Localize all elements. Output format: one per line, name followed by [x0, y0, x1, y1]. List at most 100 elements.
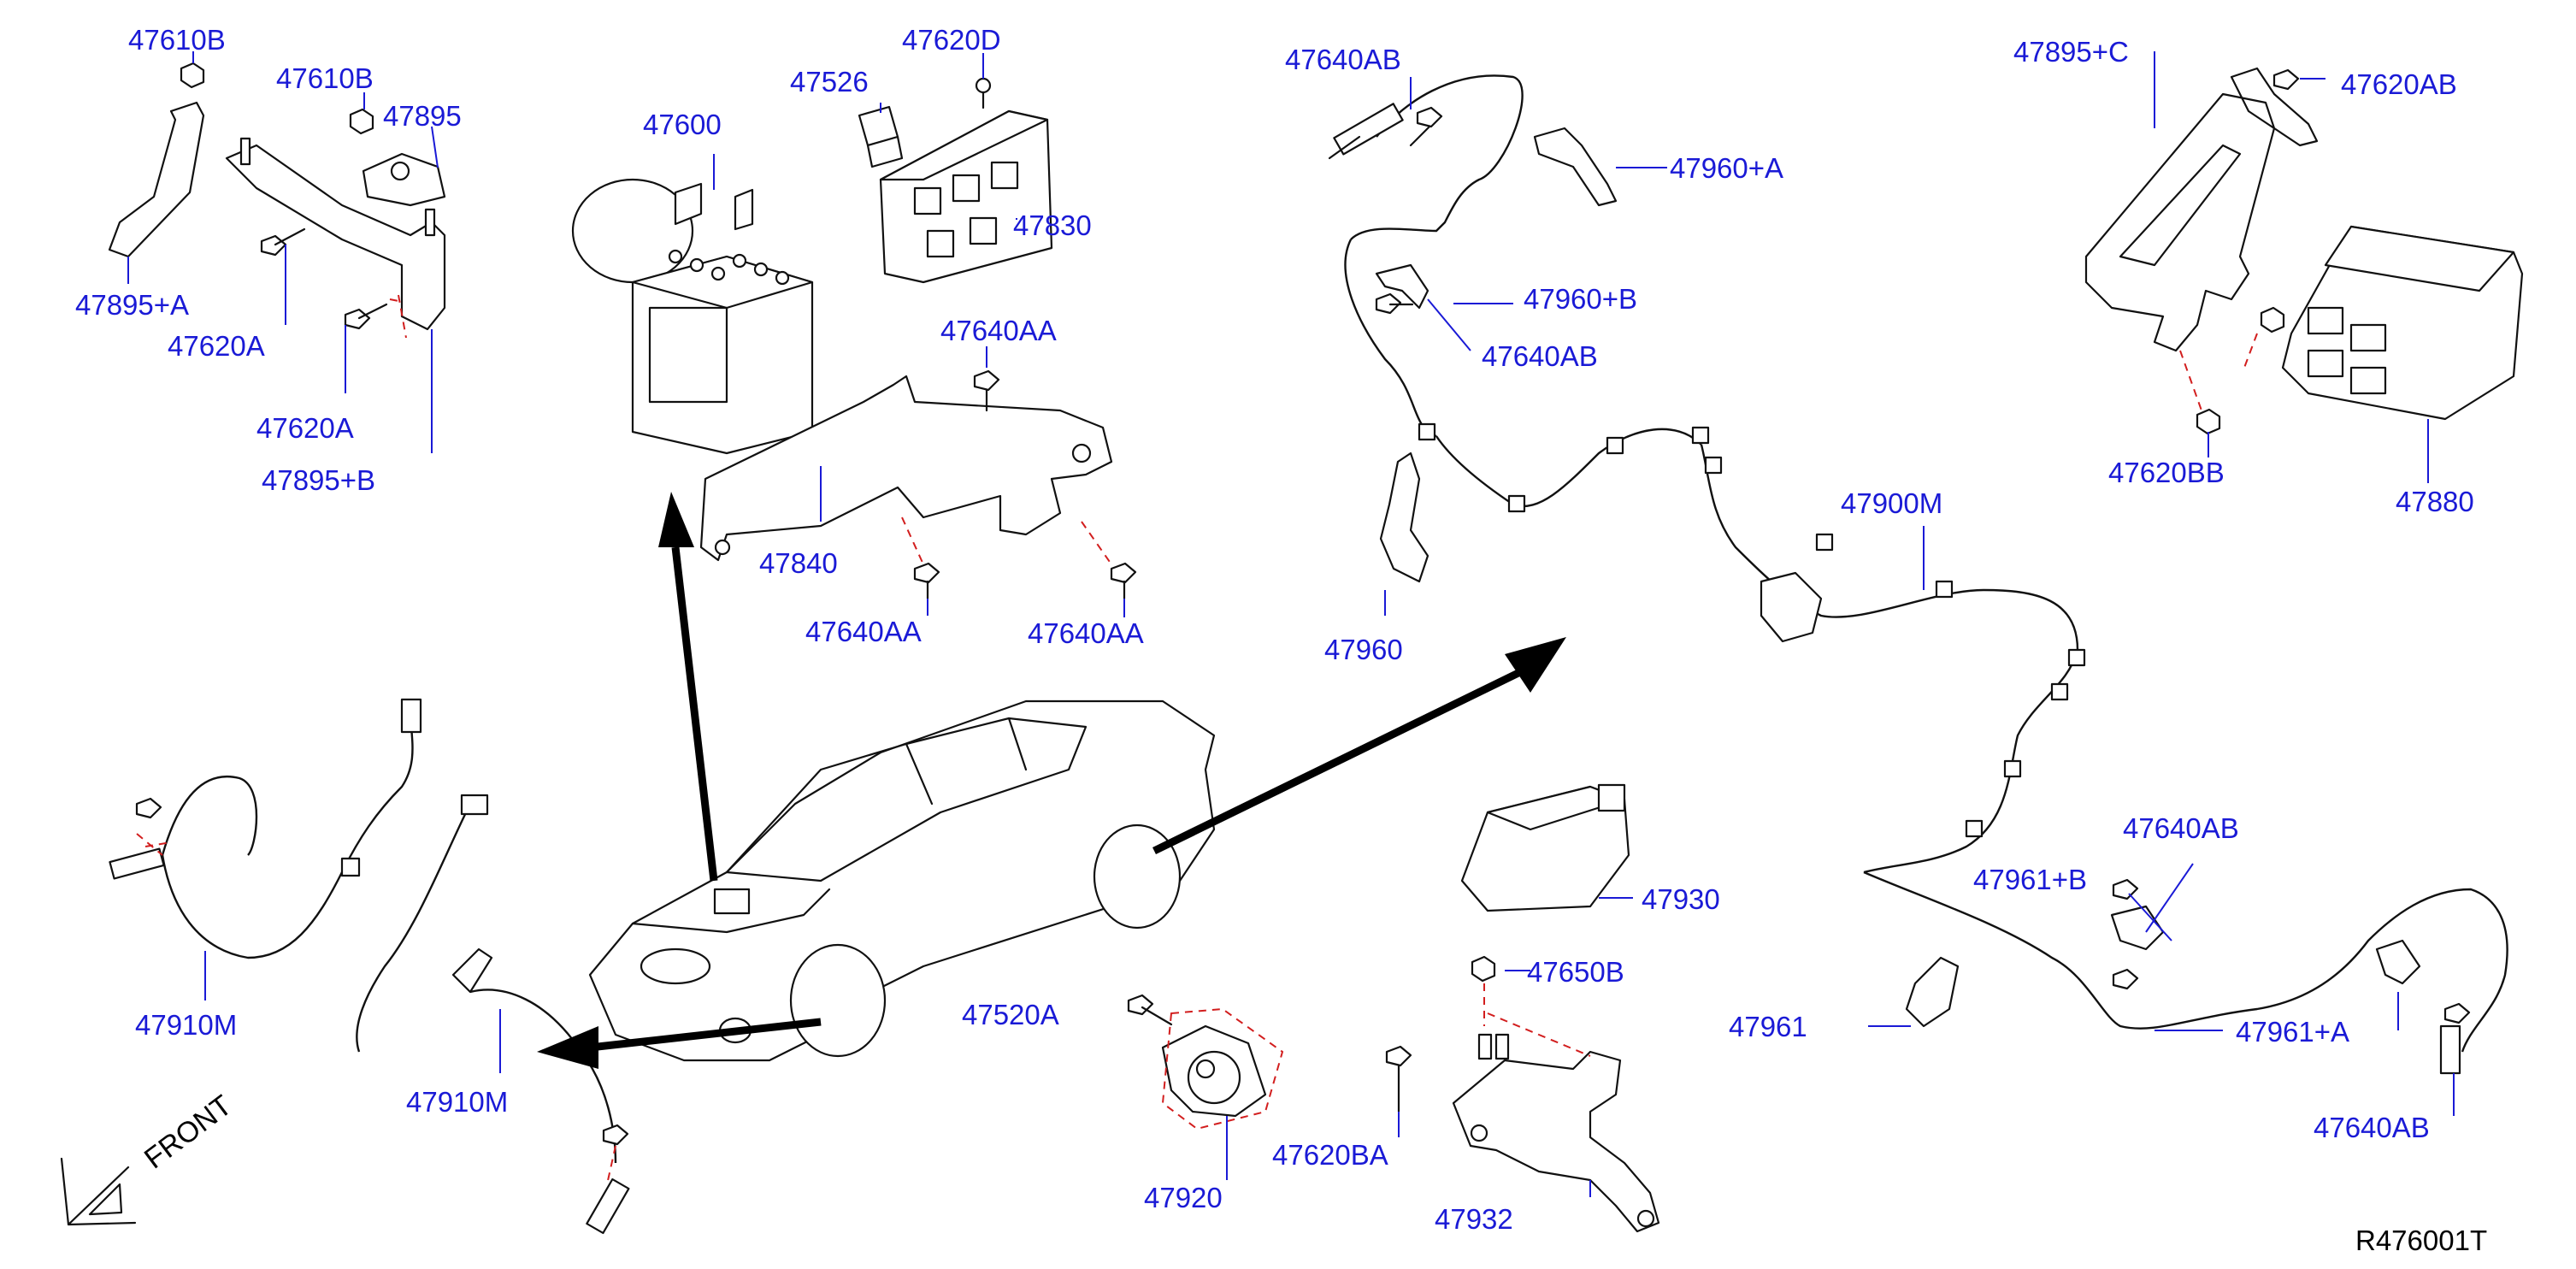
- label-47961b: 47961+B: [1973, 864, 2087, 895]
- label-47640aa: 47640AA: [805, 616, 922, 647]
- clip-47960a: [1533, 127, 1618, 207]
- label-47640aa: 47640AA: [940, 315, 1057, 346]
- label-47600: 47600: [643, 109, 722, 140]
- relay-47526: [858, 103, 904, 168]
- reference-code: R476001T: [2355, 1225, 2487, 1256]
- bracket-47960: [1379, 452, 1429, 583]
- clip-47960b: [1375, 263, 1429, 310]
- label-47961: 47961: [1729, 1011, 1807, 1042]
- label-47620a: 47620A: [256, 412, 354, 444]
- rear-lower-brackets: [1868, 863, 2471, 1116]
- label-47840: 47840: [759, 547, 838, 579]
- car-illustration: [588, 699, 1216, 1062]
- label-47610b: 47610B: [276, 62, 374, 94]
- label-47961a: 47961+A: [2236, 1016, 2349, 1048]
- label-47895a: 47895+A: [75, 289, 189, 321]
- label-47910m: 47910M: [135, 1009, 237, 1041]
- bolt-47620a: [344, 303, 388, 330]
- wheel-speed-sensor-front-right-lower: [586, 1124, 630, 1235]
- screw-47620d: [975, 77, 992, 109]
- bolt-47640aa: [913, 562, 940, 600]
- control-unit-47830: [879, 53, 1053, 284]
- bracket-47932: [1385, 955, 1660, 1233]
- big-arrows: [537, 492, 1566, 1069]
- arrow-head: [537, 1026, 598, 1069]
- label-47930: 47930: [1642, 883, 1720, 915]
- harness-clip: [340, 857, 361, 877]
- label-47650b: 47650B: [1527, 956, 1624, 988]
- label-47640ab: 47640AB: [1482, 340, 1598, 372]
- label-47640ab: 47640AB: [1285, 44, 1401, 75]
- label-47880: 47880: [2396, 486, 2474, 517]
- label-47960b: 47960+B: [1524, 283, 1637, 315]
- nut-47610b: [180, 62, 205, 89]
- front-label: FRONT: [139, 1089, 238, 1176]
- label-47900m: 47900M: [1841, 487, 1942, 519]
- arrow-to-actuator: [671, 546, 718, 882]
- front-wheel: [789, 943, 887, 1058]
- bracket-47895a: [108, 101, 205, 258]
- label-47920: 47920: [1144, 1182, 1223, 1213]
- label-47620ba: 47620BA: [1272, 1139, 1388, 1171]
- bolt-47640ab: [1375, 292, 1414, 315]
- connector: [460, 794, 489, 816]
- part-labels: 47610B 47610B 47895 47895+A 47620A 47620…: [75, 24, 2474, 1235]
- clip-47961a: [2375, 939, 2421, 985]
- label-47910m: 47910M: [406, 1086, 508, 1118]
- nut-47610b: [349, 108, 374, 135]
- front-right-harness: [1328, 74, 2508, 1053]
- motor-body: [648, 306, 728, 404]
- arrow-head: [658, 492, 694, 547]
- arrow-head: [1505, 637, 1566, 693]
- bracket-47895c: [2084, 51, 2325, 457]
- bolt-47620ab: [2272, 68, 2300, 91]
- assembly-guide: [389, 294, 407, 339]
- headlight: [640, 947, 711, 985]
- label-47895: 47895: [383, 100, 462, 132]
- bolt-47620a: [260, 227, 306, 257]
- label-47620bb: 47620BB: [2108, 457, 2225, 488]
- label-47895b: 47895+B: [262, 464, 375, 496]
- bolt-47520a: [1127, 994, 1173, 1026]
- wheel-speed-sensor-front-left: [109, 797, 165, 880]
- control-module-47880: [2281, 225, 2524, 483]
- harness-clips: [1418, 422, 2086, 838]
- bracket-47840: [699, 346, 1137, 617]
- abs-actuator-47600: [571, 154, 814, 455]
- label-47620a: 47620A: [168, 330, 265, 362]
- label-47620d: 47620D: [902, 24, 1001, 56]
- bracket-47895b: [225, 144, 446, 331]
- clip-bracket: [451, 947, 493, 994]
- bolt-47640ab: [2112, 878, 2139, 900]
- arrow-to-front-sensor: [589, 1018, 822, 1052]
- sensor-module-47930: [1460, 783, 1633, 912]
- nut-47620bb: [2196, 408, 2221, 435]
- label-47526: 47526: [790, 66, 869, 97]
- label-47620ab: 47620AB: [2341, 68, 2457, 100]
- port-holes: [668, 249, 790, 286]
- front-wheel-sensor-harness: [109, 698, 422, 1000]
- stud: [424, 208, 436, 237]
- bolt-47640ab: [2112, 968, 2139, 990]
- front-wheel-sensor-harness-2: [356, 794, 630, 1235]
- label-47640ab: 47640AB: [2123, 812, 2239, 844]
- harness-connector: [1760, 571, 1823, 643]
- label-47895c: 47895+C: [2013, 36, 2129, 68]
- clip-47961b: [2110, 905, 2165, 951]
- wheel-speed-sensor-rear: [2439, 1002, 2471, 1075]
- bolt-47640aa: [1110, 562, 1137, 600]
- label-47640aa: 47640AA: [1028, 617, 1144, 649]
- label-47932: 47932: [1435, 1203, 1513, 1235]
- connector: [400, 698, 422, 734]
- nut-47650b: [1471, 955, 1496, 983]
- bolt-47640ab: [1409, 106, 1443, 147]
- bolt-47620ba: [1385, 1045, 1412, 1113]
- sensor-47920: [1127, 994, 1284, 1180]
- label-47830: 47830: [1013, 210, 1092, 241]
- bracket-47961: [1905, 956, 1960, 1028]
- arrow-to-rear-harness: [1152, 667, 1524, 855]
- wheel-speed-sensor-front-right: [1328, 103, 1404, 160]
- stud: [239, 137, 251, 166]
- label-47610b: 47610B: [128, 24, 226, 56]
- label-47640ab: 47640AB: [2314, 1112, 2430, 1143]
